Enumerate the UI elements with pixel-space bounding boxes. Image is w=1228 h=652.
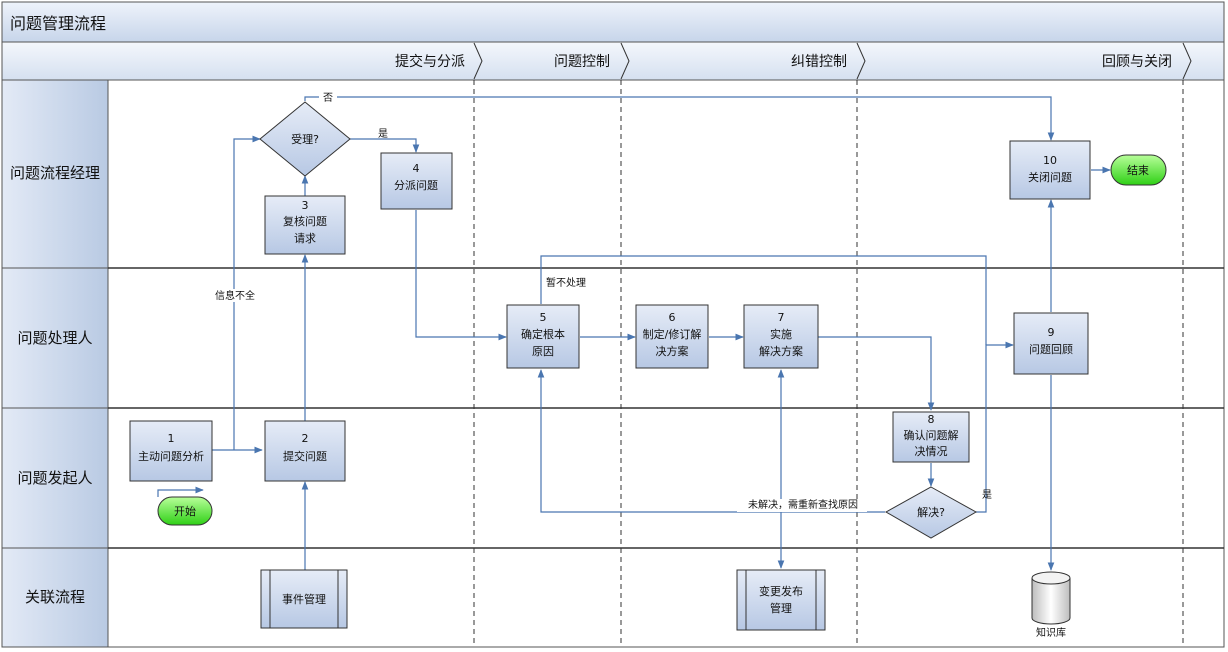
diagram-title: 问题管理流程 xyxy=(10,14,106,33)
subprocess-change-release: 变更发布 管理 xyxy=(736,569,826,631)
title-bar xyxy=(1,1,1225,43)
step-5-box: 5 确定根本 原因 xyxy=(506,304,580,369)
svg-text:决方案: 决方案 xyxy=(656,344,689,358)
lane-problem-initiator: 问题发起人 xyxy=(17,469,92,487)
phase-chevron xyxy=(473,42,483,80)
svg-text:关闭问题: 关闭问题 xyxy=(1028,170,1072,184)
edge-label-yes-resolved: 是 xyxy=(982,489,992,501)
svg-text:8: 8 xyxy=(928,413,935,426)
edge-not-handle xyxy=(540,255,987,345)
svg-text:6: 6 xyxy=(669,311,676,324)
svg-text:复核问题: 复核问题 xyxy=(283,214,327,228)
phase-error-control: 纠错控制 xyxy=(791,54,847,70)
phase-problem-control: 问题控制 xyxy=(554,54,610,70)
decision-accept: 受理? xyxy=(259,101,351,177)
svg-text:受理?: 受理? xyxy=(291,133,319,146)
svg-text:7: 7 xyxy=(778,311,785,324)
phase-chevron xyxy=(620,42,630,80)
start-terminator: 开始 xyxy=(157,496,213,526)
edge-label-yes-accept: 是 xyxy=(378,128,388,140)
svg-text:请求: 请求 xyxy=(294,232,316,245)
lane-problem-handler: 问题处理人 xyxy=(17,329,92,347)
edge-label-no: 否 xyxy=(323,92,333,104)
svg-text:5: 5 xyxy=(540,311,547,324)
svg-text:2: 2 xyxy=(302,432,309,445)
step-9-box: 9 问题回顾 xyxy=(1013,312,1089,375)
svg-text:提交问题: 提交问题 xyxy=(283,449,327,463)
svg-text:实施: 实施 xyxy=(770,327,792,341)
phase-chevron xyxy=(856,42,866,80)
edge-label-unresolved: 未解决，需重新查找原因 xyxy=(748,498,858,511)
svg-text:问题回顾: 问题回顾 xyxy=(1029,343,1073,356)
svg-text:原因: 原因 xyxy=(532,345,554,358)
lane-related-process: 关联流程 xyxy=(25,588,85,606)
edge-info-incomplete xyxy=(233,135,261,450)
svg-text:解决方案: 解决方案 xyxy=(759,344,803,358)
lane-problem-manager: 问题流程经理 xyxy=(10,164,100,182)
svg-text:4: 4 xyxy=(413,162,420,175)
svg-text:结束: 结束 xyxy=(1127,164,1149,177)
svg-text:变更发布: 变更发布 xyxy=(759,584,803,598)
edge-7-8 xyxy=(818,336,935,411)
phase-review-close: 回顾与关闭 xyxy=(1102,54,1172,70)
svg-text:确认问题解: 确认问题解 xyxy=(904,428,959,442)
edge-start-1 xyxy=(157,486,204,497)
phase-chevron xyxy=(1182,42,1192,80)
edge-4-5 xyxy=(415,210,507,341)
svg-text:1: 1 xyxy=(168,432,175,445)
svg-text:确定根本: 确定根本 xyxy=(521,327,565,341)
svg-text:解决?: 解决? xyxy=(917,505,945,519)
edge-resolved-yes xyxy=(976,341,1014,513)
step-10-box: 10 关闭问题 xyxy=(1009,140,1091,200)
subprocess-incident-management: 事件管理 xyxy=(260,569,348,629)
step-1-box: 1 主动问题分析 xyxy=(129,420,213,482)
step-8-box: 8 确认问题解 决情况 xyxy=(892,411,970,463)
edge-accept-yes xyxy=(350,138,420,153)
svg-text:10: 10 xyxy=(1043,154,1057,167)
svg-text:9: 9 xyxy=(1048,326,1055,339)
phase-header xyxy=(1,41,1225,81)
svg-text:主动问题分析: 主动问题分析 xyxy=(138,449,204,463)
edge-label-not-handle: 暂不处理 xyxy=(546,277,586,289)
svg-text:分派问题: 分派问题 xyxy=(394,179,438,192)
knowledge-base-cylinder: 知识库 xyxy=(1031,571,1071,639)
edge-label-info-incomplete: 信息不全 xyxy=(215,289,255,302)
svg-text:决情况: 决情况 xyxy=(915,445,948,458)
step-4-box: 4 分派问题 xyxy=(380,152,453,210)
svg-text:事件管理: 事件管理 xyxy=(282,592,326,606)
step-7-box: 7 实施 解决方案 xyxy=(743,304,819,369)
step-3-box: 3 复核问题 请求 xyxy=(264,195,346,255)
svg-text:知识库: 知识库 xyxy=(1036,626,1066,639)
svg-text:3: 3 xyxy=(302,199,309,212)
phase-submit-assign: 提交与分派 xyxy=(395,53,465,70)
step-2-box: 2 提交问题 xyxy=(264,420,346,482)
step-6-box: 6 制定/修订解 决方案 xyxy=(635,304,709,369)
svg-text:制定/修订解: 制定/修订解 xyxy=(643,327,702,341)
end-terminator: 结束 xyxy=(1110,154,1167,186)
decision-resolved: 解决? xyxy=(884,486,978,539)
edge-accept-no xyxy=(304,96,1055,141)
svg-text:管理: 管理 xyxy=(770,601,792,615)
svg-text:开始: 开始 xyxy=(174,504,196,518)
